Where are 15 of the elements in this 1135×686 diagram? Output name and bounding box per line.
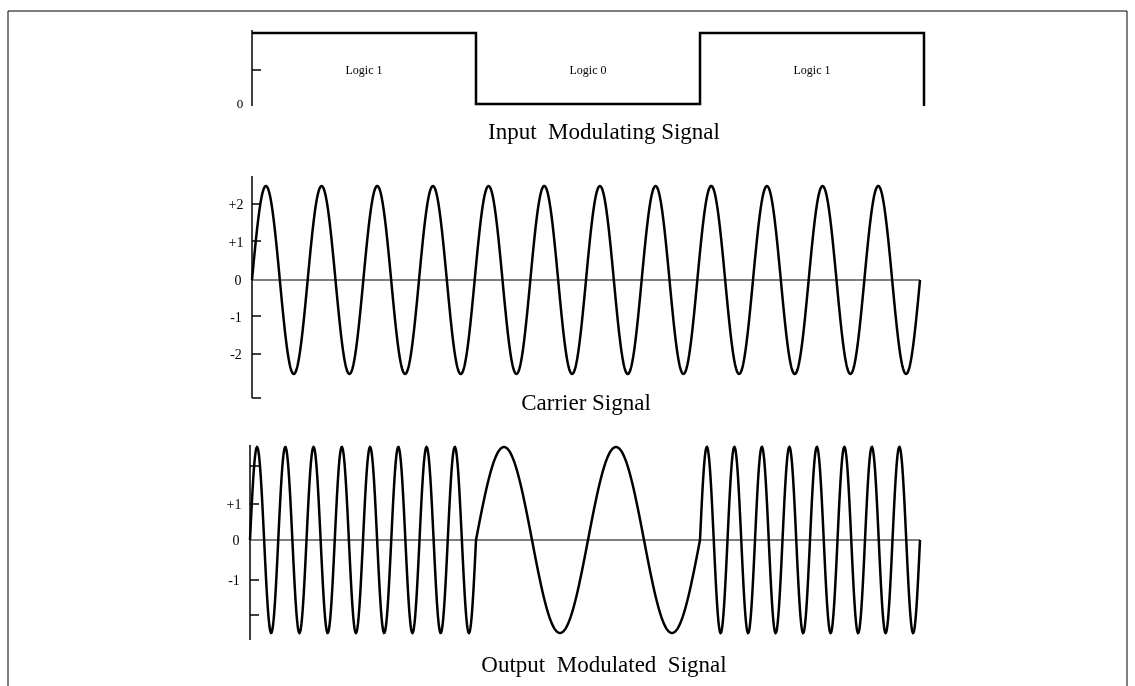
tick-label: 0 [234,274,242,288]
tick-label: -2 [230,348,242,362]
tick-label: +2 [228,198,244,212]
tick-label: +1 [226,498,242,512]
bit-label: Logic 0 [569,64,607,76]
tick-label: -1 [230,311,242,325]
tick-label: -1 [228,574,240,588]
tick-label: 0 [232,534,240,548]
signal-caption: Output Modulated Signal [481,652,727,676]
bit-label: Logic 1 [345,64,383,76]
signal-caption: Carrier Signal [521,390,651,414]
bit-label: Logic 1 [793,64,831,76]
tick-label: 0 [236,96,244,110]
tick-label: +1 [228,236,244,250]
signal-caption: Input Modulating Signal [488,119,720,143]
